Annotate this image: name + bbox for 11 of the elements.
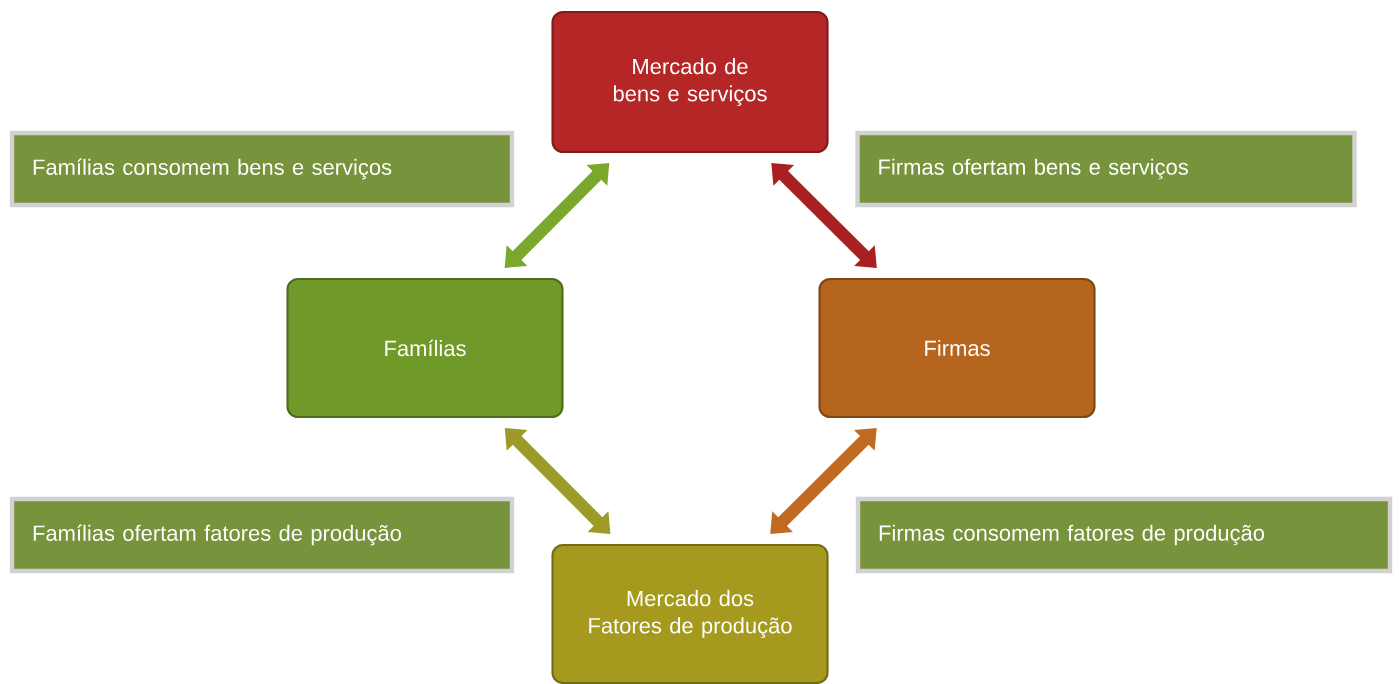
note-box: Firmas consomem fatores de produção <box>855 496 1393 574</box>
agent-box: Famílias <box>286 277 564 419</box>
market-box: Mercado de bens e serviços <box>551 10 829 154</box>
market-box: Mercado dos Fatores de produção <box>551 543 829 684</box>
note-box: Firmas ofertam bens e serviços <box>855 130 1357 208</box>
note-box: Famílias ofertam fatores de produção <box>9 496 515 574</box>
double-arrow <box>504 163 610 268</box>
note-box: Famílias consomem bens e serviços <box>9 130 515 208</box>
agent-box: Firmas <box>818 277 1096 419</box>
double-arrow <box>770 428 877 534</box>
double-arrow <box>771 163 877 268</box>
